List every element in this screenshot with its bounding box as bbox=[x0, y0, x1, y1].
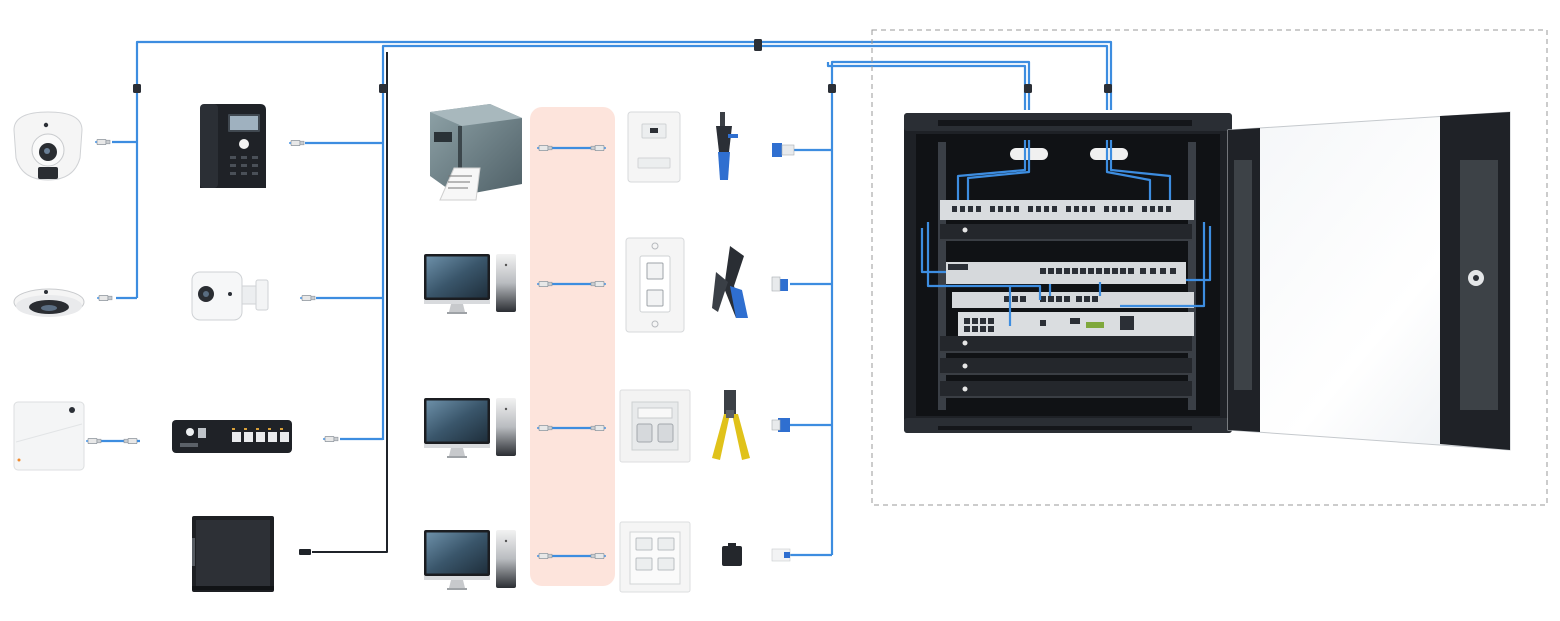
keystone-connector-icon bbox=[771, 548, 791, 562]
cable-clip bbox=[133, 84, 141, 93]
patch-cord-3 bbox=[536, 424, 607, 432]
rj45-plug-icon bbox=[123, 437, 140, 445]
cable-clip bbox=[828, 84, 836, 93]
hdmi-cable bbox=[312, 52, 388, 553]
cable-device-trunk bbox=[381, 44, 1109, 440]
computer-icon bbox=[424, 398, 516, 458]
rj45-plug-icon bbox=[85, 437, 102, 445]
cable-keystone-trunk-inner bbox=[826, 62, 1027, 110]
rack-patch-cables bbox=[920, 140, 1212, 326]
cable-clip bbox=[1024, 84, 1032, 93]
crimper-icon bbox=[712, 390, 750, 460]
router-icon bbox=[952, 292, 1194, 308]
patch-panel-icon bbox=[940, 200, 1194, 220]
rj45-plug-icon bbox=[322, 435, 339, 443]
wall-plate-icon bbox=[625, 237, 685, 333]
rack-blank-panel bbox=[940, 381, 1192, 398]
nvr-icon bbox=[958, 312, 1194, 336]
cabinet-door-icon bbox=[1227, 111, 1511, 451]
cable-clip bbox=[1104, 84, 1112, 93]
punch-tool-icon bbox=[716, 112, 738, 180]
keystone-connector-icon bbox=[772, 143, 795, 157]
wall-plate-icon bbox=[619, 389, 691, 463]
rj45-plug-icon bbox=[94, 138, 111, 146]
cabinet-area-frame bbox=[871, 29, 1548, 506]
patch-cord-1 bbox=[536, 144, 607, 152]
wall-plate-icon bbox=[627, 111, 681, 183]
cable-manager-icon bbox=[940, 224, 1192, 241]
computer-icon bbox=[424, 530, 516, 590]
hdmi-plug-icon bbox=[299, 549, 311, 555]
patch-cable-zone bbox=[530, 107, 615, 586]
rj45-plug-icon bbox=[288, 139, 305, 147]
keystone-connector-icon bbox=[771, 418, 790, 432]
access-point-icon bbox=[13, 401, 85, 471]
rack-blank-panel bbox=[940, 358, 1192, 375]
keystone-icon bbox=[722, 543, 742, 566]
wall-plate-icon bbox=[619, 521, 691, 593]
bullet-camera-icon bbox=[191, 271, 269, 321]
patch-cord-4 bbox=[536, 552, 607, 560]
patch-cord-2 bbox=[536, 280, 607, 288]
switch-icon bbox=[172, 420, 292, 453]
display-icon bbox=[192, 516, 274, 592]
cable-network bbox=[85, 39, 1113, 557]
cable-clip bbox=[754, 39, 762, 51]
printer-icon bbox=[430, 104, 522, 201]
dome-camera-icon bbox=[13, 111, 83, 181]
rack-blank-panel bbox=[940, 336, 1192, 353]
rj45-plug-icon bbox=[299, 294, 316, 302]
fisheye-camera-icon bbox=[13, 288, 85, 317]
phone-icon bbox=[200, 104, 266, 188]
stripper-icon bbox=[712, 246, 748, 318]
cable-clip bbox=[379, 84, 387, 93]
rj45-plug-icon bbox=[96, 294, 113, 302]
computer-icon bbox=[424, 254, 516, 314]
core-switch-icon bbox=[946, 262, 1186, 284]
cabinet-icon bbox=[904, 111, 1511, 451]
keystone-connector-icon bbox=[771, 276, 788, 292]
